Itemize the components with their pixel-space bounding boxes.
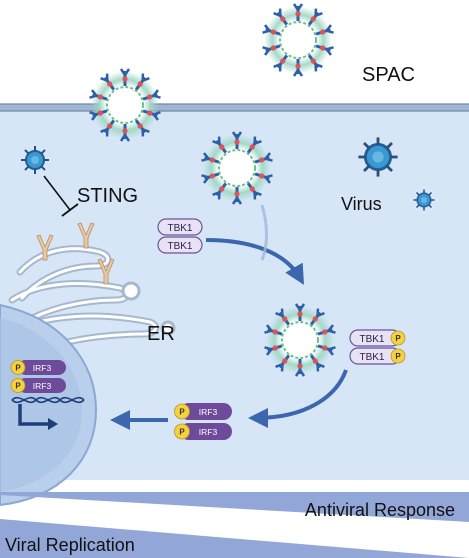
- gene-arrow-icon: [18, 404, 50, 426]
- sting-label: STING: [77, 185, 138, 207]
- svg-text:P: P: [15, 382, 21, 391]
- viral-replication-bar: [0, 519, 469, 558]
- svg-text:P: P: [179, 408, 185, 417]
- viral-replication-label: Viral Replication: [5, 535, 135, 555]
- svg-text:P: P: [395, 352, 401, 361]
- svg-text:TBK1: TBK1: [167, 241, 192, 252]
- virus-icon: [356, 135, 399, 178]
- spac-particle-icon: [263, 4, 334, 76]
- svg-text:IRF3: IRF3: [199, 427, 218, 437]
- nuclear-irf3-bottom: IRF3 P: [10, 378, 66, 393]
- virus-label: Virus: [341, 194, 382, 214]
- svg-text:TBK1: TBK1: [359, 352, 384, 363]
- svg-text:P: P: [179, 428, 185, 437]
- dna-helix-icon: [11, 396, 85, 404]
- virus-icon: [412, 188, 436, 212]
- spac-label: SPAC: [362, 64, 415, 86]
- antiviral-response-label: Antiviral Response: [305, 500, 455, 520]
- phosphorylation-arrow: [248, 369, 348, 428]
- svg-text:P: P: [15, 364, 21, 373]
- cytoplasmic-irf3-bottom: IRF3 P: [174, 423, 232, 440]
- svg-text:TBK1: TBK1: [359, 334, 384, 345]
- nuclear-irf3-top: IRF3 P: [10, 360, 66, 375]
- svg-text:IRF3: IRF3: [33, 363, 52, 373]
- svg-text:P: P: [395, 334, 401, 343]
- tbk1-complex: TBK1 TBK1: [157, 218, 203, 254]
- svg-text:IRF3: IRF3: [33, 381, 52, 391]
- antiviral-response-bar: [0, 492, 469, 522]
- svg-text:IRF3: IRF3: [199, 407, 218, 417]
- inhibition-line: [43, 175, 71, 211]
- plasma-membrane: [0, 104, 469, 111]
- virus-icon: [20, 145, 50, 175]
- er-label: ER: [147, 323, 175, 345]
- tbk1-phospho-complex: TBK1 P TBK1 P: [349, 329, 406, 365]
- svg-text:TBK1: TBK1: [167, 223, 192, 234]
- cytoplasmic-irf3-top: IRF3 P: [174, 403, 232, 420]
